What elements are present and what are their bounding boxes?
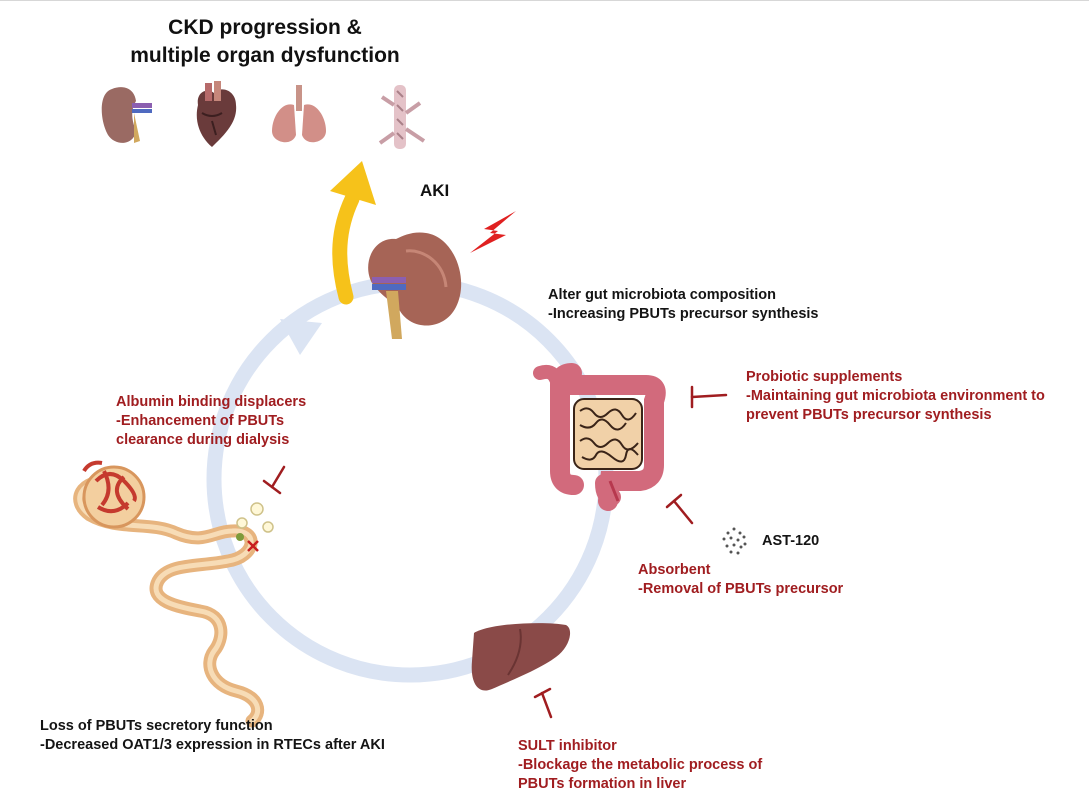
intestine-icon xyxy=(533,363,666,511)
cycle-ring xyxy=(206,275,614,683)
sult-line-3: PBUTs formation in liver xyxy=(518,776,687,792)
progression-arrowhead xyxy=(330,161,376,205)
albumin-label: Albumin binding displacers -Enhancement … xyxy=(116,393,306,450)
secretory-label: Loss of PBUTs secretory function -Decrea… xyxy=(40,717,385,755)
nephron-icon xyxy=(73,460,265,728)
sult-line-1: SULT inhibitor xyxy=(518,738,617,754)
probiotic-line-2: -Maintaining gut microbiota environment … xyxy=(746,388,1045,404)
secretion-blocked-x-icon xyxy=(247,540,259,552)
kidney-small-icon xyxy=(101,87,152,143)
ast120-particles-icon xyxy=(722,527,747,555)
sult-label: SULT inhibitor -Blockage the metabolic p… xyxy=(518,737,762,794)
gut-effect-label: Alter gut microbiota composition -Increa… xyxy=(548,286,819,324)
diagram-title: CKD progression & multiple organ dysfunc… xyxy=(90,14,440,70)
probiotic-line-1: Probiotic supplements xyxy=(746,369,903,385)
title-line-1: CKD progression & xyxy=(168,16,362,39)
sult-line-2: -Blockage the metabolic process of xyxy=(518,757,763,773)
kidney-aki-icon xyxy=(368,232,462,339)
cycle-arrowhead xyxy=(280,319,322,355)
ast120-label: AST-120 xyxy=(762,533,820,549)
title-line-2: multiple organ dysfunction xyxy=(130,44,400,67)
pbuts-molecules xyxy=(236,502,274,541)
absorbent-line-1: Absorbent xyxy=(638,562,711,578)
liver-icon xyxy=(471,623,571,691)
gut-effect-line-2: -Increasing PBUTs precursor synthesis xyxy=(548,306,819,322)
secretory-line-1: Loss of PBUTs secretory function xyxy=(40,718,273,734)
secretory-line-2: -Decreased OAT1/3 expression in RTECs af… xyxy=(40,737,385,753)
albumin-line-3: clearance during dialysis xyxy=(116,432,290,448)
albumin-line-2: -Enhancement of PBUTs xyxy=(116,413,285,429)
inhibitor-probiotic xyxy=(690,385,728,409)
progression-arrow xyxy=(332,191,360,305)
albumin-line-1: Albumin binding displacers xyxy=(116,394,307,410)
heart-icon xyxy=(196,81,237,147)
probiotic-line-3: prevent PBUTs precursor synthesis xyxy=(746,407,992,423)
aki-label: AKI xyxy=(420,181,450,200)
lightning-icon xyxy=(470,211,516,253)
probiotic-label: Probiotic supplements -Maintaining gut m… xyxy=(746,368,1045,425)
inhibitor-albumin xyxy=(262,465,286,495)
inhibitor-sult xyxy=(533,687,553,719)
gut-effect-line-1: Alter gut microbiota composition xyxy=(548,287,776,303)
absorbent-line-2: -Removal of PBUTs precursor xyxy=(638,581,844,597)
inhibitor-absorbent xyxy=(665,493,694,525)
lungs-icon xyxy=(272,85,326,143)
absorbent-label: Absorbent -Removal of PBUTs precursor xyxy=(638,561,843,599)
blood-vessel-icon xyxy=(378,85,426,149)
